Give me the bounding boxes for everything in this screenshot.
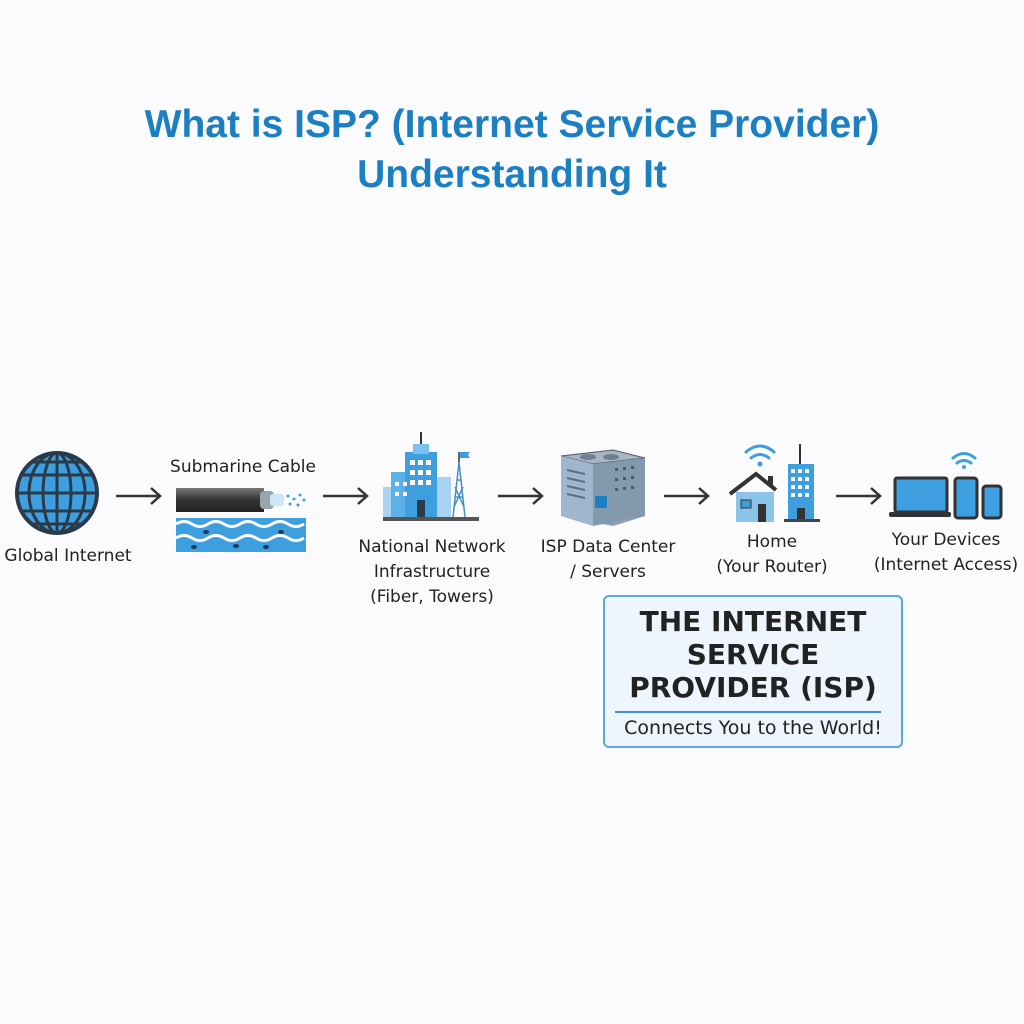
callout-line-2: SERVICE bbox=[686, 638, 820, 671]
arrow-icon bbox=[664, 487, 710, 505]
arrow-icon bbox=[836, 487, 882, 505]
arrow-icon bbox=[498, 487, 544, 505]
label-your-devices: Your Devices(Internet Access) bbox=[873, 530, 1019, 575]
label-submarine-cable: Submarine Cable bbox=[170, 457, 316, 477]
callout-line-3: PROVIDER (ISP) bbox=[629, 671, 877, 704]
callout-subtitle: Connects You to the World! bbox=[624, 717, 882, 739]
title-line-2: Understanding It bbox=[357, 153, 667, 196]
title-line-1: What is ISP? (Internet Service Provider) bbox=[144, 103, 880, 146]
city-tower-icon bbox=[383, 432, 479, 521]
arrow-icon bbox=[116, 487, 162, 505]
data-center-icon bbox=[560, 449, 646, 526]
home-router-icon bbox=[728, 444, 820, 522]
devices-icon bbox=[889, 452, 1003, 520]
isp-callout-box: THE INTERNET SERVICE PROVIDER (ISP) Conn… bbox=[603, 595, 903, 748]
callout-divider bbox=[615, 711, 881, 713]
globe-icon bbox=[15, 451, 99, 535]
arrow-icon bbox=[323, 487, 369, 505]
label-global-internet: Global Internet bbox=[4, 546, 132, 566]
label-home: Home(Your Router) bbox=[716, 532, 828, 577]
submarine-cable-icon bbox=[176, 488, 306, 552]
label-isp-data-center: ISP Data Center/ Servers bbox=[540, 537, 676, 582]
callout-line-1: THE INTERNET bbox=[639, 605, 867, 638]
